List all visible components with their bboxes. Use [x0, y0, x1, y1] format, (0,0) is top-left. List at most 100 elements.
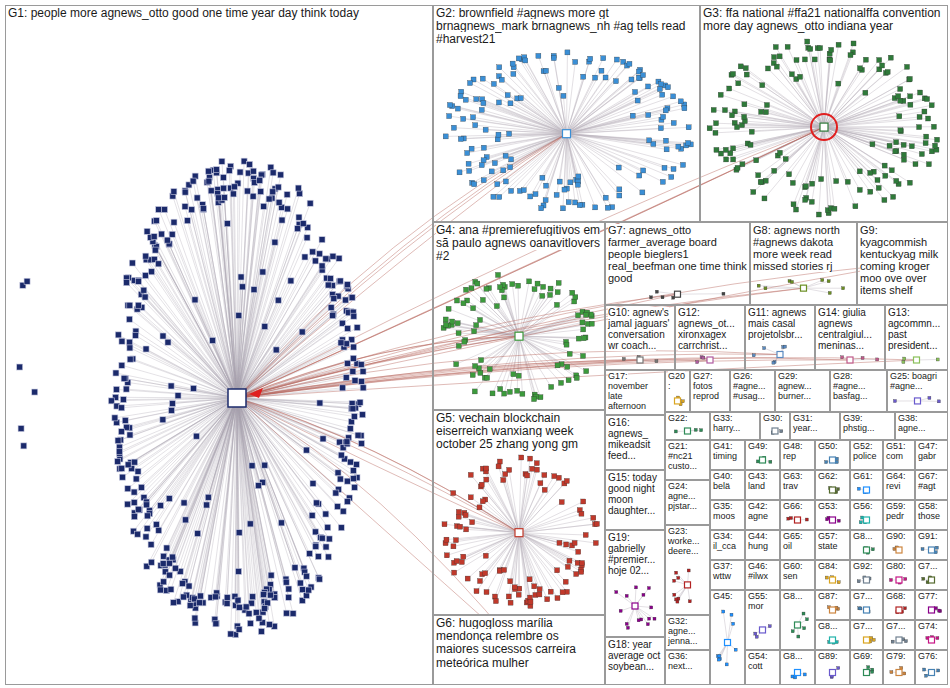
vertex [898, 98, 903, 103]
vertex [214, 167, 220, 173]
link-line [237, 127, 824, 398]
vertex [300, 221, 306, 227]
spoke-line [237, 398, 246, 607]
vertex [127, 339, 133, 345]
vertex [343, 375, 349, 381]
spoke-line [793, 127, 824, 183]
vertex [443, 134, 448, 139]
vertex [507, 389, 512, 394]
vertex [735, 125, 740, 130]
vertex [235, 597, 241, 603]
spoke-line [237, 398, 263, 612]
vertex [131, 500, 137, 506]
vertex [490, 391, 495, 396]
vertex [894, 140, 899, 145]
vertex [472, 329, 477, 334]
vertex [345, 325, 351, 331]
vertex [528, 194, 533, 199]
spoke-line [714, 110, 824, 127]
vertex [250, 168, 256, 174]
vertex [593, 205, 598, 210]
vertex [276, 199, 282, 205]
spoke-line [199, 398, 237, 603]
vertex [181, 500, 187, 506]
vertex [261, 605, 267, 611]
vertex [316, 576, 322, 582]
vertex [686, 125, 691, 130]
vertex [161, 553, 167, 559]
vertex [17, 364, 23, 370]
link-layer [237, 127, 917, 650]
vertex [224, 595, 230, 601]
vertex [812, 57, 817, 62]
vertex [330, 313, 336, 319]
spoke-line [161, 398, 237, 566]
spoke-line [519, 533, 557, 598]
spoke-line [209, 181, 237, 398]
link-line [237, 127, 824, 398]
spoke-line [499, 76, 567, 134]
vertex [236, 530, 242, 536]
spoke-line [519, 533, 569, 561]
hub-vertex [228, 389, 246, 407]
spoke-line [567, 134, 684, 165]
spoke-line [229, 171, 237, 398]
spoke-line [747, 75, 824, 128]
vertex [119, 474, 125, 480]
vertex [179, 581, 185, 587]
vertex [335, 504, 341, 510]
vertex [479, 107, 484, 112]
vertex [637, 173, 642, 178]
vertex [907, 76, 912, 81]
vertex [498, 386, 503, 391]
vertex [228, 631, 234, 637]
spoke-line [728, 615, 732, 643]
vertex [774, 64, 779, 69]
spoke-line [470, 83, 566, 134]
vertex [319, 263, 325, 269]
vertex [194, 195, 200, 201]
spoke-line [117, 398, 237, 406]
spoke-line [567, 59, 591, 134]
spoke-line [237, 398, 259, 618]
vertex [224, 600, 230, 606]
spoke-line [567, 134, 663, 182]
vertex [262, 324, 268, 330]
vertex [446, 306, 451, 311]
vertex [756, 173, 761, 178]
vertex [605, 205, 610, 210]
vertex [613, 79, 618, 84]
vertex [868, 189, 873, 194]
vertex [805, 39, 810, 44]
vertex [135, 506, 141, 512]
vertex [509, 188, 514, 193]
vertex [682, 106, 687, 111]
vertex [898, 128, 903, 133]
vertex [290, 611, 296, 617]
spoke-line [519, 469, 532, 533]
vertex [511, 372, 516, 377]
spoke-line [800, 77, 824, 127]
vertex [138, 484, 144, 490]
vertex [236, 604, 242, 610]
vertex [503, 153, 508, 158]
vertex [153, 522, 159, 528]
vertex [863, 90, 868, 95]
spoke-line [519, 476, 554, 533]
vertex [236, 312, 242, 318]
spoke-line [128, 398, 237, 465]
spoke-line [237, 398, 289, 589]
vertex [922, 109, 927, 114]
vertex [926, 162, 931, 167]
vertex [929, 103, 934, 108]
vertex [898, 87, 903, 92]
spoke-line [450, 105, 567, 134]
vertex [337, 476, 343, 482]
vertex [472, 389, 477, 394]
vertex [593, 75, 598, 80]
vertex [581, 353, 586, 358]
vertex [742, 102, 747, 107]
spoke-line [172, 234, 237, 398]
spoke-line [519, 533, 539, 595]
spoke-line [567, 75, 644, 134]
